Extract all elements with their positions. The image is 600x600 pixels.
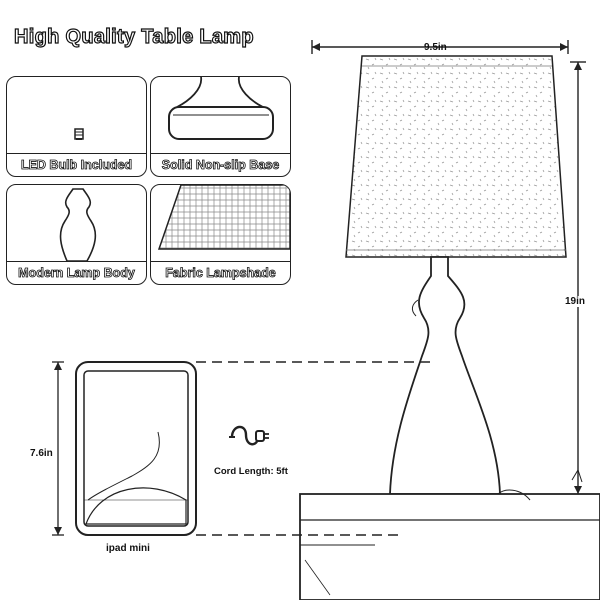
ipad-illustration [75,361,197,536]
feature-card-base: Solid Non-slip Base [150,76,291,177]
lampshade-icon [151,185,290,262]
lamp-body-icon [7,185,146,262]
base-icon [151,77,290,154]
feature-label: Fabric Lampshade [165,266,276,281]
lampshade [345,55,567,258]
cord-length-label: Cord Length: 5ft [214,466,288,477]
feature-card-lamp-body: Modern Lamp Body [6,184,147,285]
feature-card-led-bulb: LED Bulb Included [6,76,147,177]
lamp-base [299,493,600,600]
bulb-icon [7,77,146,154]
feature-card-lampshade: Fabric Lampshade [150,184,291,285]
feature-label: Solid Non-slip Base [161,158,280,173]
shade-width-label: 9.5in [424,42,447,53]
page-title: High Quality Table Lamp [13,25,254,48]
lamp-body [389,256,501,495]
ipad-height-label: 7.6in [30,448,53,459]
feature-label: Modern Lamp Body [18,266,135,281]
cord-icon [229,425,269,446]
ipad-label: ipad mini [106,543,150,554]
lamp-height-label: 19in [564,296,587,307]
feature-label: LED Bulb Included [20,158,133,173]
